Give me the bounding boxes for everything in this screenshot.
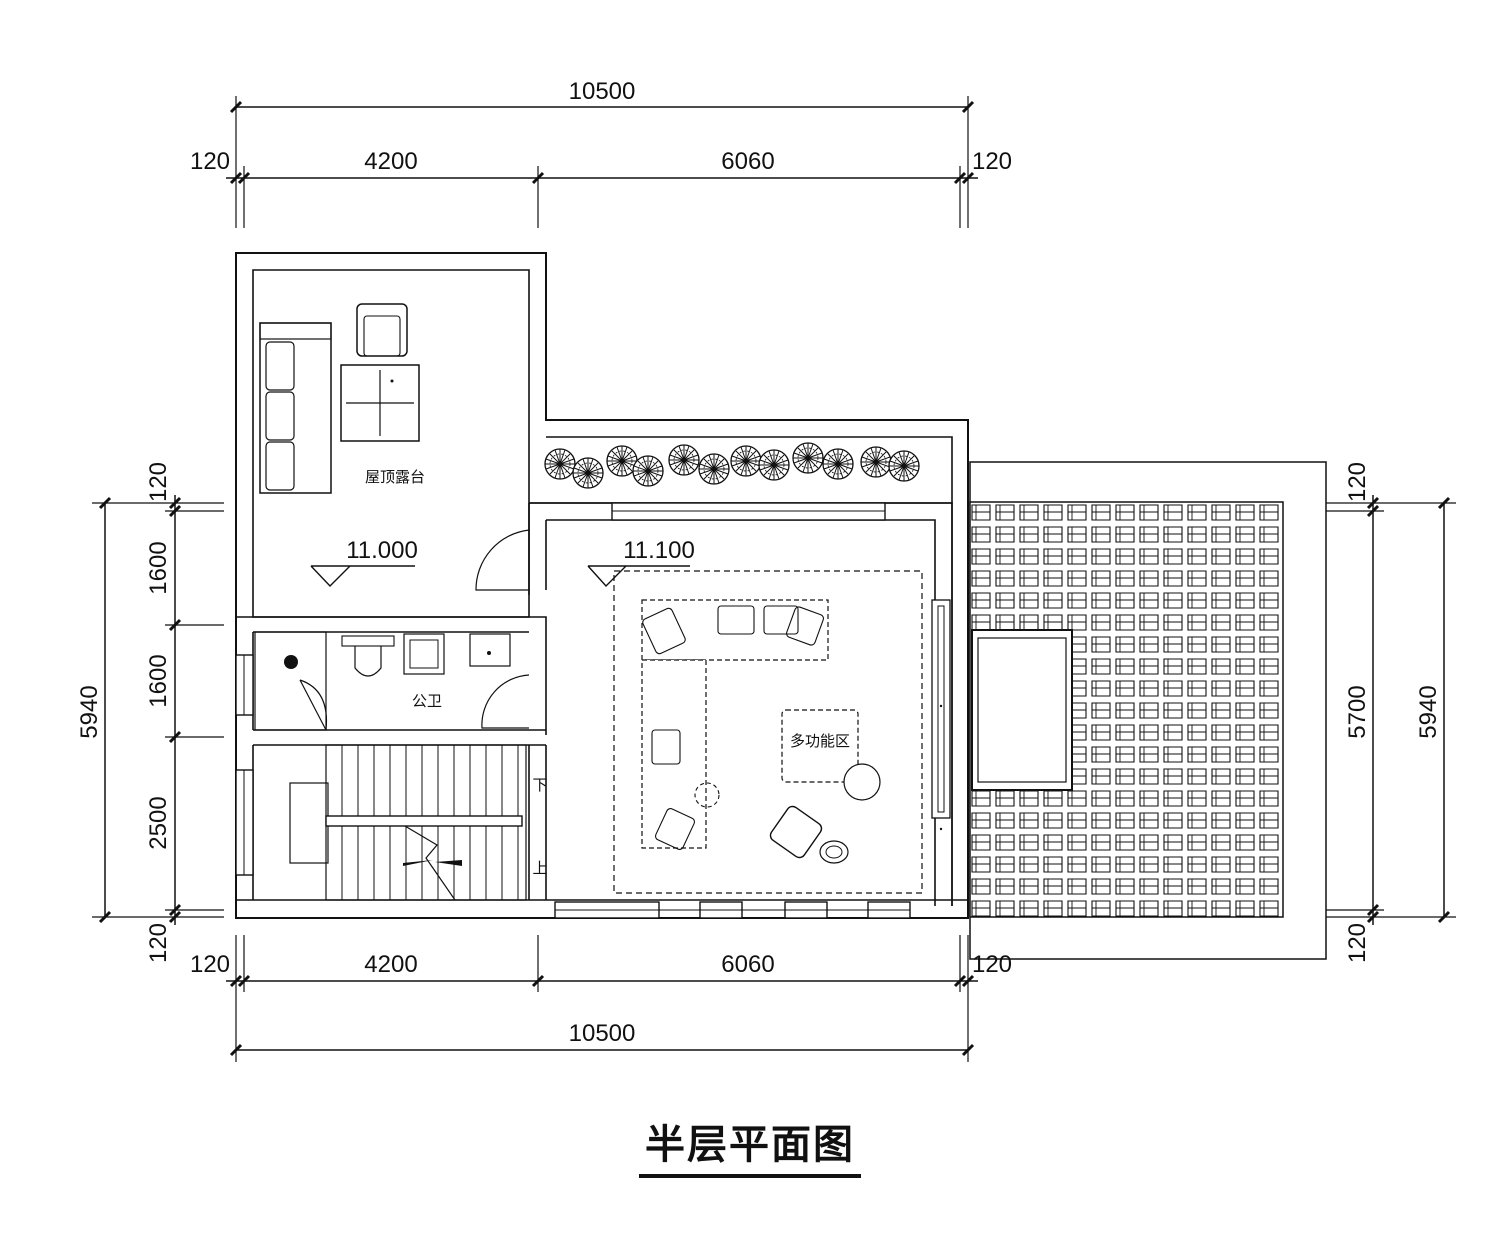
lounge-chair <box>769 805 823 859</box>
dim-bottom-overall: 10500 <box>569 1020 636 1047</box>
multi-function-furniture <box>613 570 951 894</box>
stairs: 下 上 <box>289 744 548 901</box>
terrace-furniture <box>259 303 420 494</box>
dim-left-top-wall: 120 <box>145 462 172 502</box>
sectional-sofa <box>641 599 829 661</box>
drain-icon <box>284 655 298 669</box>
dim-right-inner: 5700 <box>1344 685 1371 738</box>
dim-left-seg-1: 1600 <box>145 541 172 594</box>
dim-bottom-seg-1: 4200 <box>364 951 417 978</box>
dim-bottom-right-wall: 120 <box>972 951 1012 978</box>
washing-machine <box>254 631 327 731</box>
basin <box>469 633 511 667</box>
level-room: 11.100 <box>623 537 695 564</box>
paved-roof <box>969 461 1327 960</box>
dim-top-overall: 10500 <box>569 78 636 105</box>
level-marker-room: 11.100 <box>587 537 695 588</box>
dimension-right: 120 5700 5940 120 <box>1326 462 1456 963</box>
room-label-terrace: 屋顶露台 <box>365 468 425 486</box>
toilet <box>341 635 395 647</box>
stair-handrail <box>325 815 523 827</box>
windows <box>235 502 911 919</box>
floor-plan: 10500 120 4200 6060 120 120 4200 6060 12… <box>76 78 1456 1062</box>
level-terrace: 11.000 <box>346 537 418 564</box>
dim-bottom-seg-2: 6060 <box>721 951 774 978</box>
dim-left-seg-3: 2500 <box>145 796 172 849</box>
stair-up-label: 上 <box>532 859 547 877</box>
dim-bottom-left-wall: 120 <box>190 951 230 978</box>
dim-left-overall: 5940 <box>76 685 103 738</box>
dim-right-overall: 5940 <box>1415 685 1442 738</box>
dim-top-right-wall: 120 <box>972 148 1012 175</box>
dim-top-left-wall: 120 <box>190 148 230 175</box>
room-label-multi-function: 多功能区 <box>790 732 850 750</box>
dimension-left: 5940 120 1600 1600 2500 120 <box>76 462 224 963</box>
skylight <box>971 629 1073 791</box>
dim-top-seg-2: 6060 <box>721 148 774 175</box>
dim-top-seg-1: 4200 <box>364 148 417 175</box>
dim-right-top-wall: 120 <box>1344 462 1371 502</box>
title-container: 半层平面图 <box>0 1112 1500 1178</box>
level-marker-terrace: 11.000 <box>310 537 418 588</box>
dimension-bottom: 120 4200 6060 120 10500 <box>190 935 1012 1062</box>
dim-left-bottom-wall: 120 <box>145 923 172 963</box>
room-label-bathroom: 公卫 <box>412 692 442 710</box>
sink-cabinet <box>403 633 445 675</box>
dim-right-bottom-wall: 120 <box>1344 923 1371 963</box>
stair-down-label: 下 <box>532 776 547 794</box>
planter-shrubs <box>544 442 920 489</box>
tv-cabinet <box>931 599 951 819</box>
sofa <box>259 322 332 494</box>
work-table <box>781 709 859 783</box>
zone-boundary <box>613 570 923 894</box>
round-stool <box>843 763 881 801</box>
dimension-top: 10500 120 4200 6060 120 <box>190 78 1012 228</box>
bathroom-fixtures <box>254 631 511 731</box>
drawing-title: 半层平面图 <box>639 1112 861 1178</box>
dim-left-seg-2: 1600 <box>145 654 172 707</box>
